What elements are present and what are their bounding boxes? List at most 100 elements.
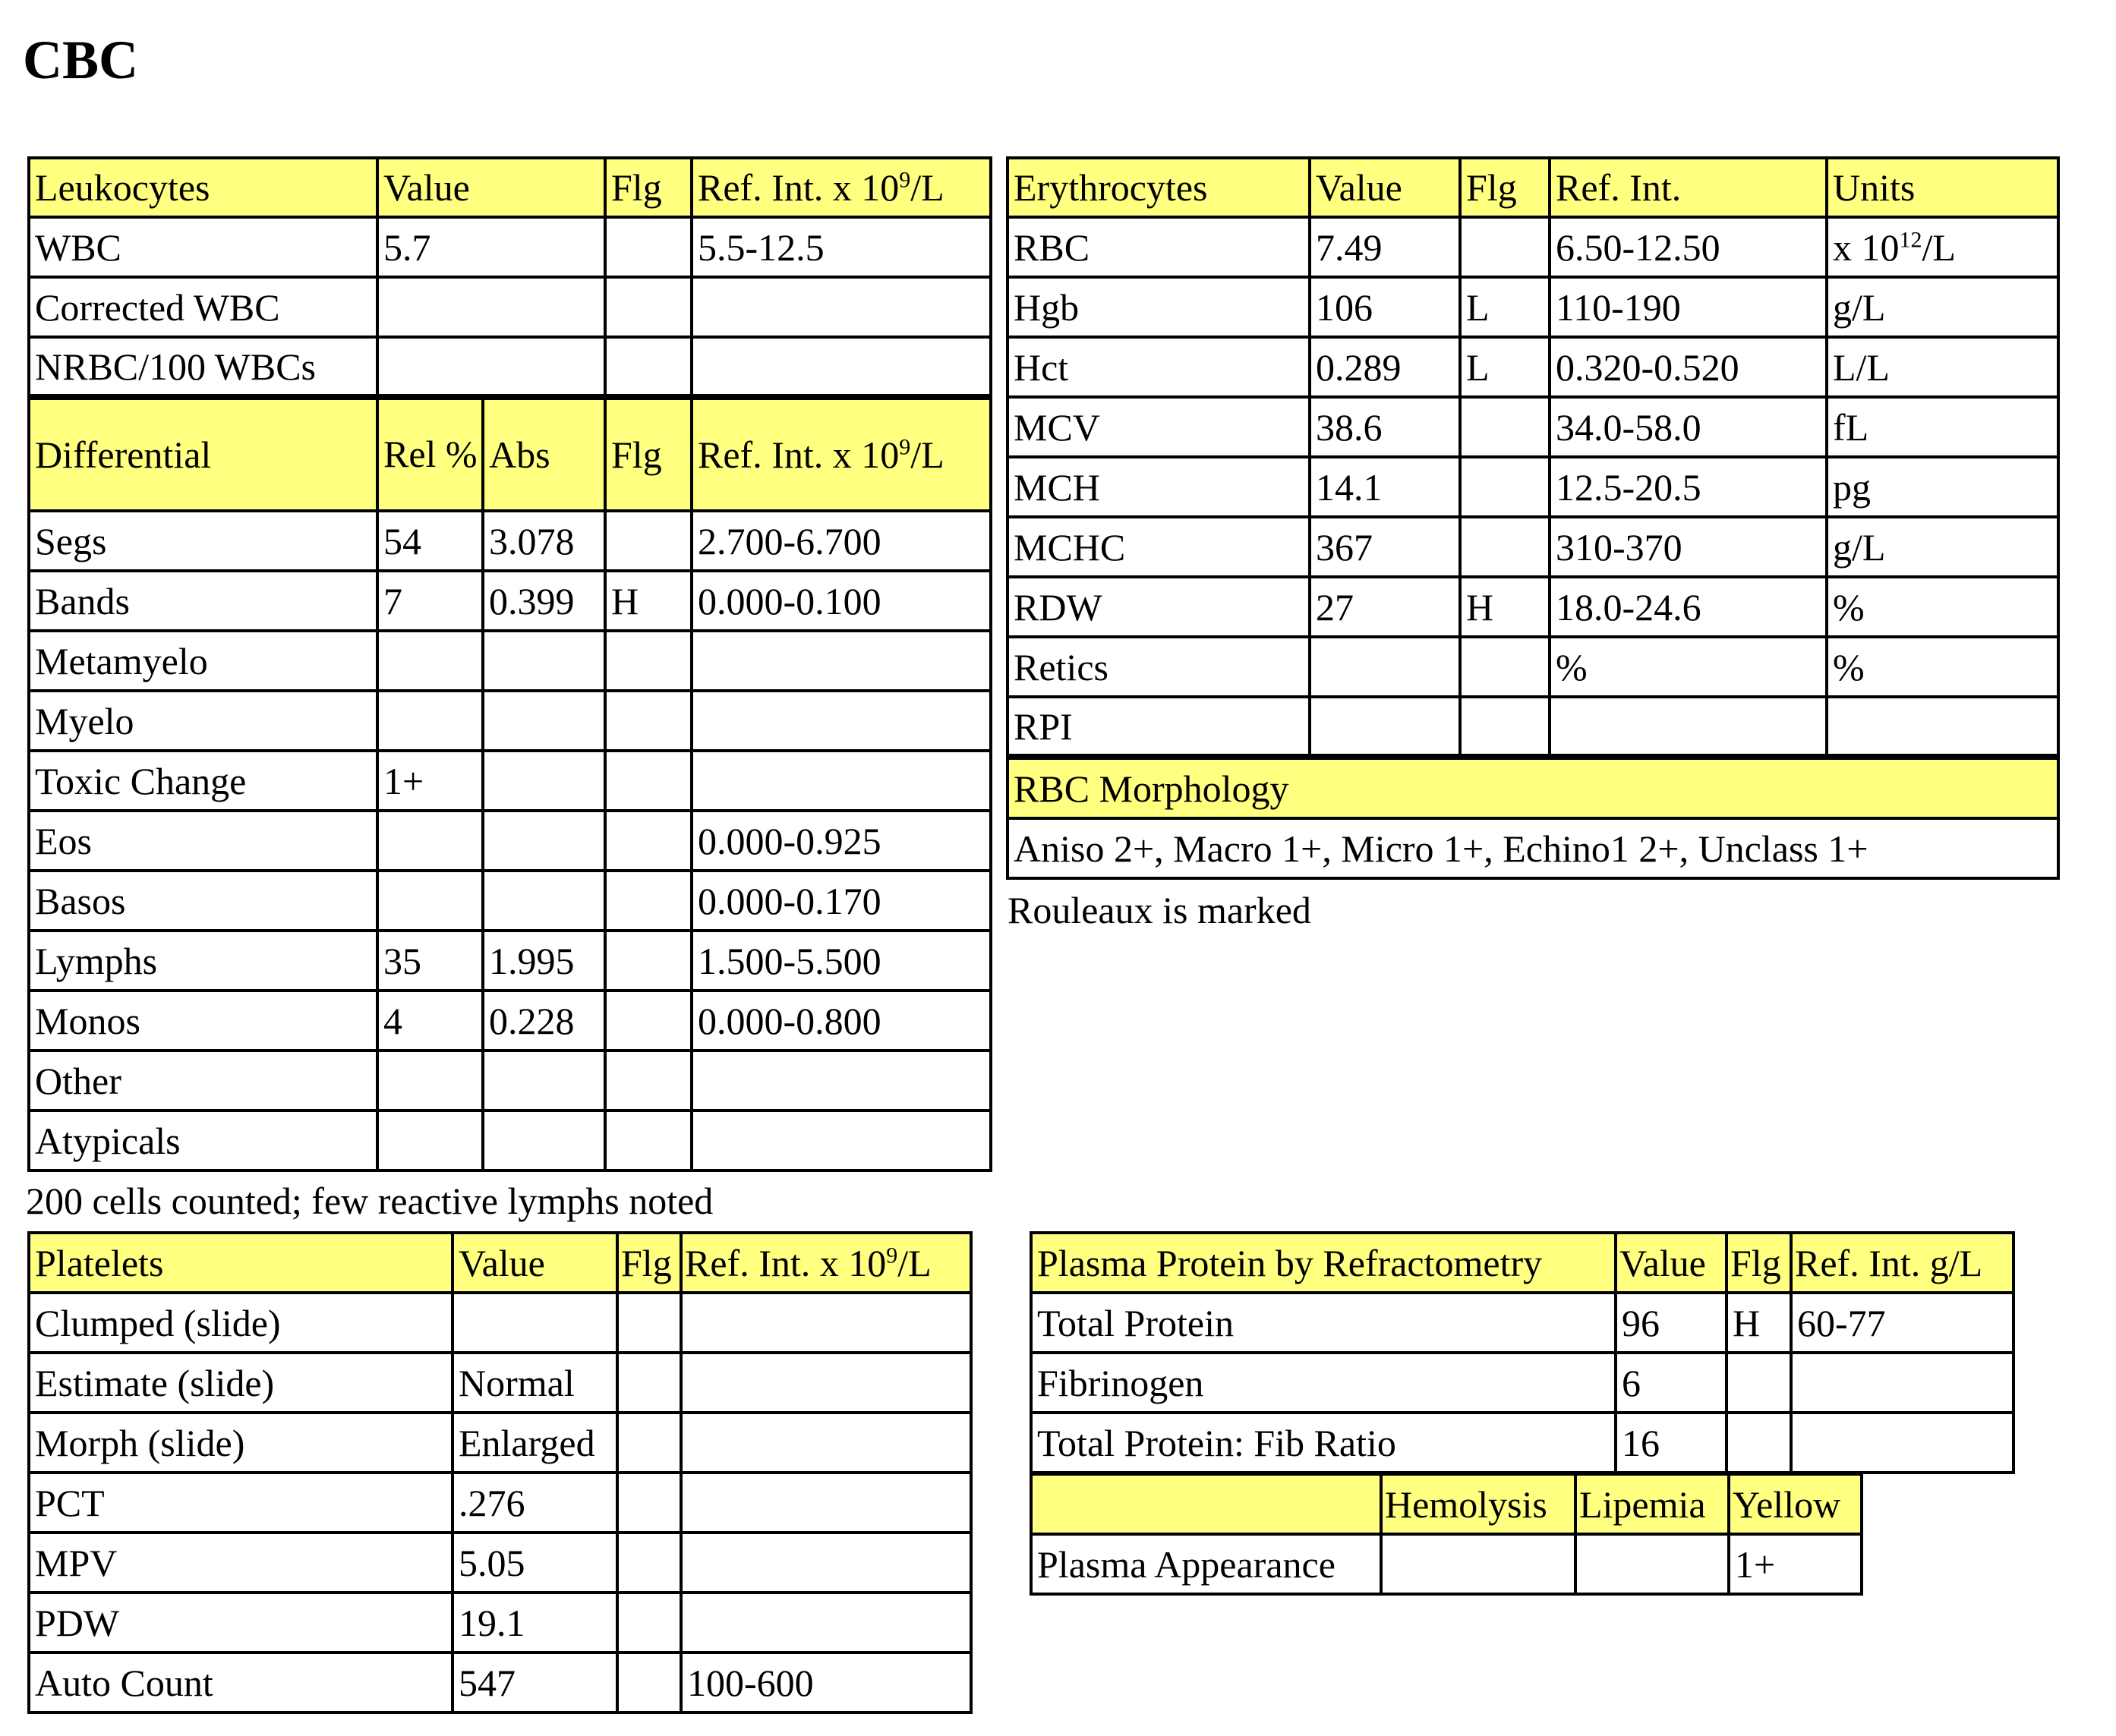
rbc-morphology-row: Aniso 2+, Macro 1+, Micro 1+, Echino1 2+… <box>1006 817 2060 880</box>
row-flag <box>604 1109 693 1172</box>
row-rel <box>376 869 484 932</box>
erythrocytes-header-value: Value <box>1308 156 1462 219</box>
row-value: 367 <box>1308 515 1462 578</box>
row-abs <box>481 749 607 812</box>
leukocytes-header-row: Leukocytes Value Flg Ref. Int. x 109/L <box>27 156 992 219</box>
row-name: Clumped (slide) <box>27 1291 454 1354</box>
differential-header-row: Differential Rel % Abs Flg Ref. Int. x 1… <box>27 394 992 512</box>
erythrocytes-note: Rouleaux is marked <box>1008 889 1311 931</box>
row-value: Enlarged <box>451 1411 619 1474</box>
row-flag <box>1725 1411 1793 1474</box>
erythrocytes-header-ref: Ref. Int. <box>1548 156 1828 219</box>
row-flag <box>616 1651 683 1714</box>
row-value: 7.49 <box>1308 216 1462 279</box>
table-row: Estimate (slide)Normal <box>27 1351 973 1414</box>
row-rel <box>376 629 484 692</box>
row-ref <box>690 276 992 339</box>
row-name: PDW <box>27 1591 454 1654</box>
row-lipemia <box>1574 1533 1730 1596</box>
platelets-header-label: Platelets <box>27 1231 454 1294</box>
row-flag <box>604 989 693 1052</box>
row-name: Toxic Change <box>27 749 379 812</box>
row-ref <box>680 1531 973 1594</box>
row-flag <box>1458 455 1551 518</box>
table-row: NRBC/100 WBCs <box>27 336 992 399</box>
row-flag <box>604 929 693 992</box>
row-name: Auto Count <box>27 1651 454 1714</box>
row-name: Other <box>27 1049 379 1112</box>
row-name: MCHC <box>1006 515 1311 578</box>
row-ref: 110-190 <box>1548 276 1828 339</box>
row-rel: 35 <box>376 929 484 992</box>
differential-header-abs: Abs <box>481 394 607 512</box>
row-ref <box>1790 1411 2015 1474</box>
rbc-morphology-text: Aniso 2+, Macro 1+, Micro 1+, Echino1 2+… <box>1006 817 2060 880</box>
row-flag <box>604 689 693 752</box>
row-rel <box>376 1049 484 1112</box>
platelets-header-ref: Ref. Int. x 109/L <box>680 1231 973 1294</box>
row-units: g/L <box>1825 276 2060 339</box>
row-flag <box>604 216 693 279</box>
row-ref: 5.5-12.5 <box>690 216 992 279</box>
row-value: 38.6 <box>1308 395 1462 458</box>
row-value: 5.7 <box>376 216 607 279</box>
row-ref <box>690 1049 992 1112</box>
row-ref <box>690 1109 992 1172</box>
plasma-protein-header-value: Value <box>1614 1231 1728 1294</box>
row-ref: 12.5-20.5 <box>1548 455 1828 518</box>
row-value <box>376 276 607 339</box>
row-flag: L <box>1458 336 1551 399</box>
row-rel: 7 <box>376 569 484 632</box>
row-rel <box>376 1109 484 1172</box>
row-rel <box>376 689 484 752</box>
row-label: Plasma Appearance <box>1030 1533 1383 1596</box>
row-hemolysis <box>1380 1533 1577 1596</box>
row-flag <box>616 1591 683 1654</box>
row-ref: 1.500-5.500 <box>690 929 992 992</box>
row-ref: 0.000-0.800 <box>690 989 992 1052</box>
row-flag <box>1725 1351 1793 1414</box>
table-row: RPI <box>1006 695 2060 758</box>
row-abs: 0.228 <box>481 989 607 1052</box>
row-abs <box>481 629 607 692</box>
row-abs <box>481 869 607 932</box>
row-flag <box>604 749 693 812</box>
row-units: % <box>1825 575 2060 638</box>
row-flag <box>604 629 693 692</box>
row-name: Morph (slide) <box>27 1411 454 1474</box>
row-name: Total Protein: Fib Ratio <box>1030 1411 1617 1474</box>
row-name: Myelo <box>27 689 379 752</box>
row-name: Atypicals <box>27 1109 379 1172</box>
row-flag <box>604 1049 693 1112</box>
row-ref: 6.50-12.50 <box>1548 216 1828 279</box>
rbc-morphology-header: RBC Morphology <box>1006 754 2060 820</box>
row-label: RBC <box>1006 216 1311 279</box>
row-value: 5.05 <box>451 1531 619 1594</box>
erythrocytes-table: Erythrocytes Value Flg Ref. Int. Units R… <box>1006 156 2060 880</box>
row-ref: 34.0-58.0 <box>1548 395 1828 458</box>
row-ref: 18.0-24.6 <box>1548 575 1828 638</box>
table-row: Clumped (slide) <box>27 1291 973 1354</box>
row-flag <box>1458 395 1551 458</box>
row-flag <box>616 1471 683 1534</box>
row-value: 16 <box>1614 1411 1728 1474</box>
row-ref: 60-77 <box>1790 1291 2015 1354</box>
plasma-appearance-header-row: Hemolysis Lipemia Yellow <box>1030 1473 1863 1536</box>
row-value <box>1308 695 1462 758</box>
row-name: MCH <box>1006 455 1311 518</box>
row-abs: 3.078 <box>481 509 607 572</box>
row-ref <box>680 1291 973 1354</box>
row-abs: 1.995 <box>481 929 607 992</box>
row-name: RPI <box>1006 695 1311 758</box>
table-row: RBC 7.49 6.50-12.50 x 1012/L <box>1006 216 2060 279</box>
row-value: .276 <box>451 1471 619 1534</box>
row-flag <box>604 276 693 339</box>
